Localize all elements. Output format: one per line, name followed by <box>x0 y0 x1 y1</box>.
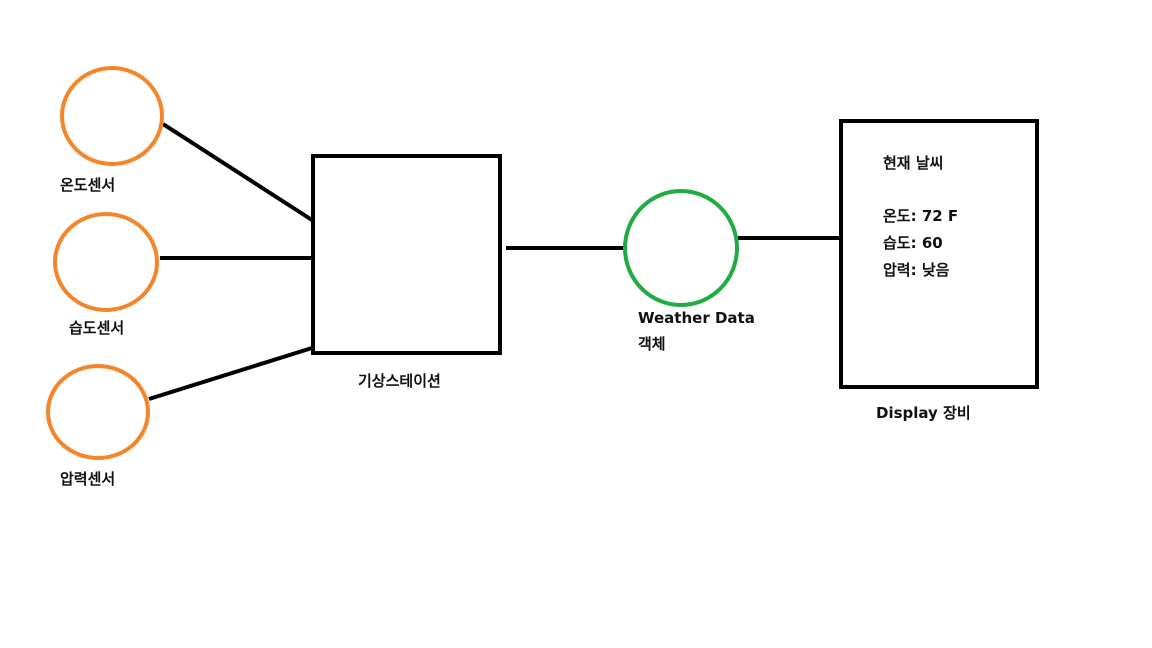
temperature-sensor-label: 온도센서 <box>60 176 116 194</box>
display-device-caption: Display 장비 <box>876 404 971 422</box>
connector-temperature-station <box>161 122 314 222</box>
weather-station-box <box>311 154 502 355</box>
weather-data-label: Weather Data <box>638 309 755 327</box>
temperature-sensor-node <box>60 66 164 166</box>
display-pressure-reading: 압력: 낮음 <box>883 261 950 279</box>
display-humidity-reading: 습도: 60 <box>883 234 943 252</box>
weather-data-node <box>623 189 739 307</box>
weather-data-object-label: 객체 <box>638 335 666 353</box>
display-temperature-reading: 온도: 72 F <box>883 207 959 225</box>
display-device-box <box>839 119 1039 389</box>
display-title: 현재 날씨 <box>883 154 944 172</box>
connector-pressure-station <box>148 346 313 401</box>
humidity-sensor-node <box>53 212 159 312</box>
humidity-sensor-label: 습도센서 <box>69 319 125 337</box>
pressure-sensor-node <box>46 364 150 460</box>
pressure-sensor-label: 압력센서 <box>60 470 116 488</box>
weather-station-label: 기상스테이션 <box>358 372 441 390</box>
